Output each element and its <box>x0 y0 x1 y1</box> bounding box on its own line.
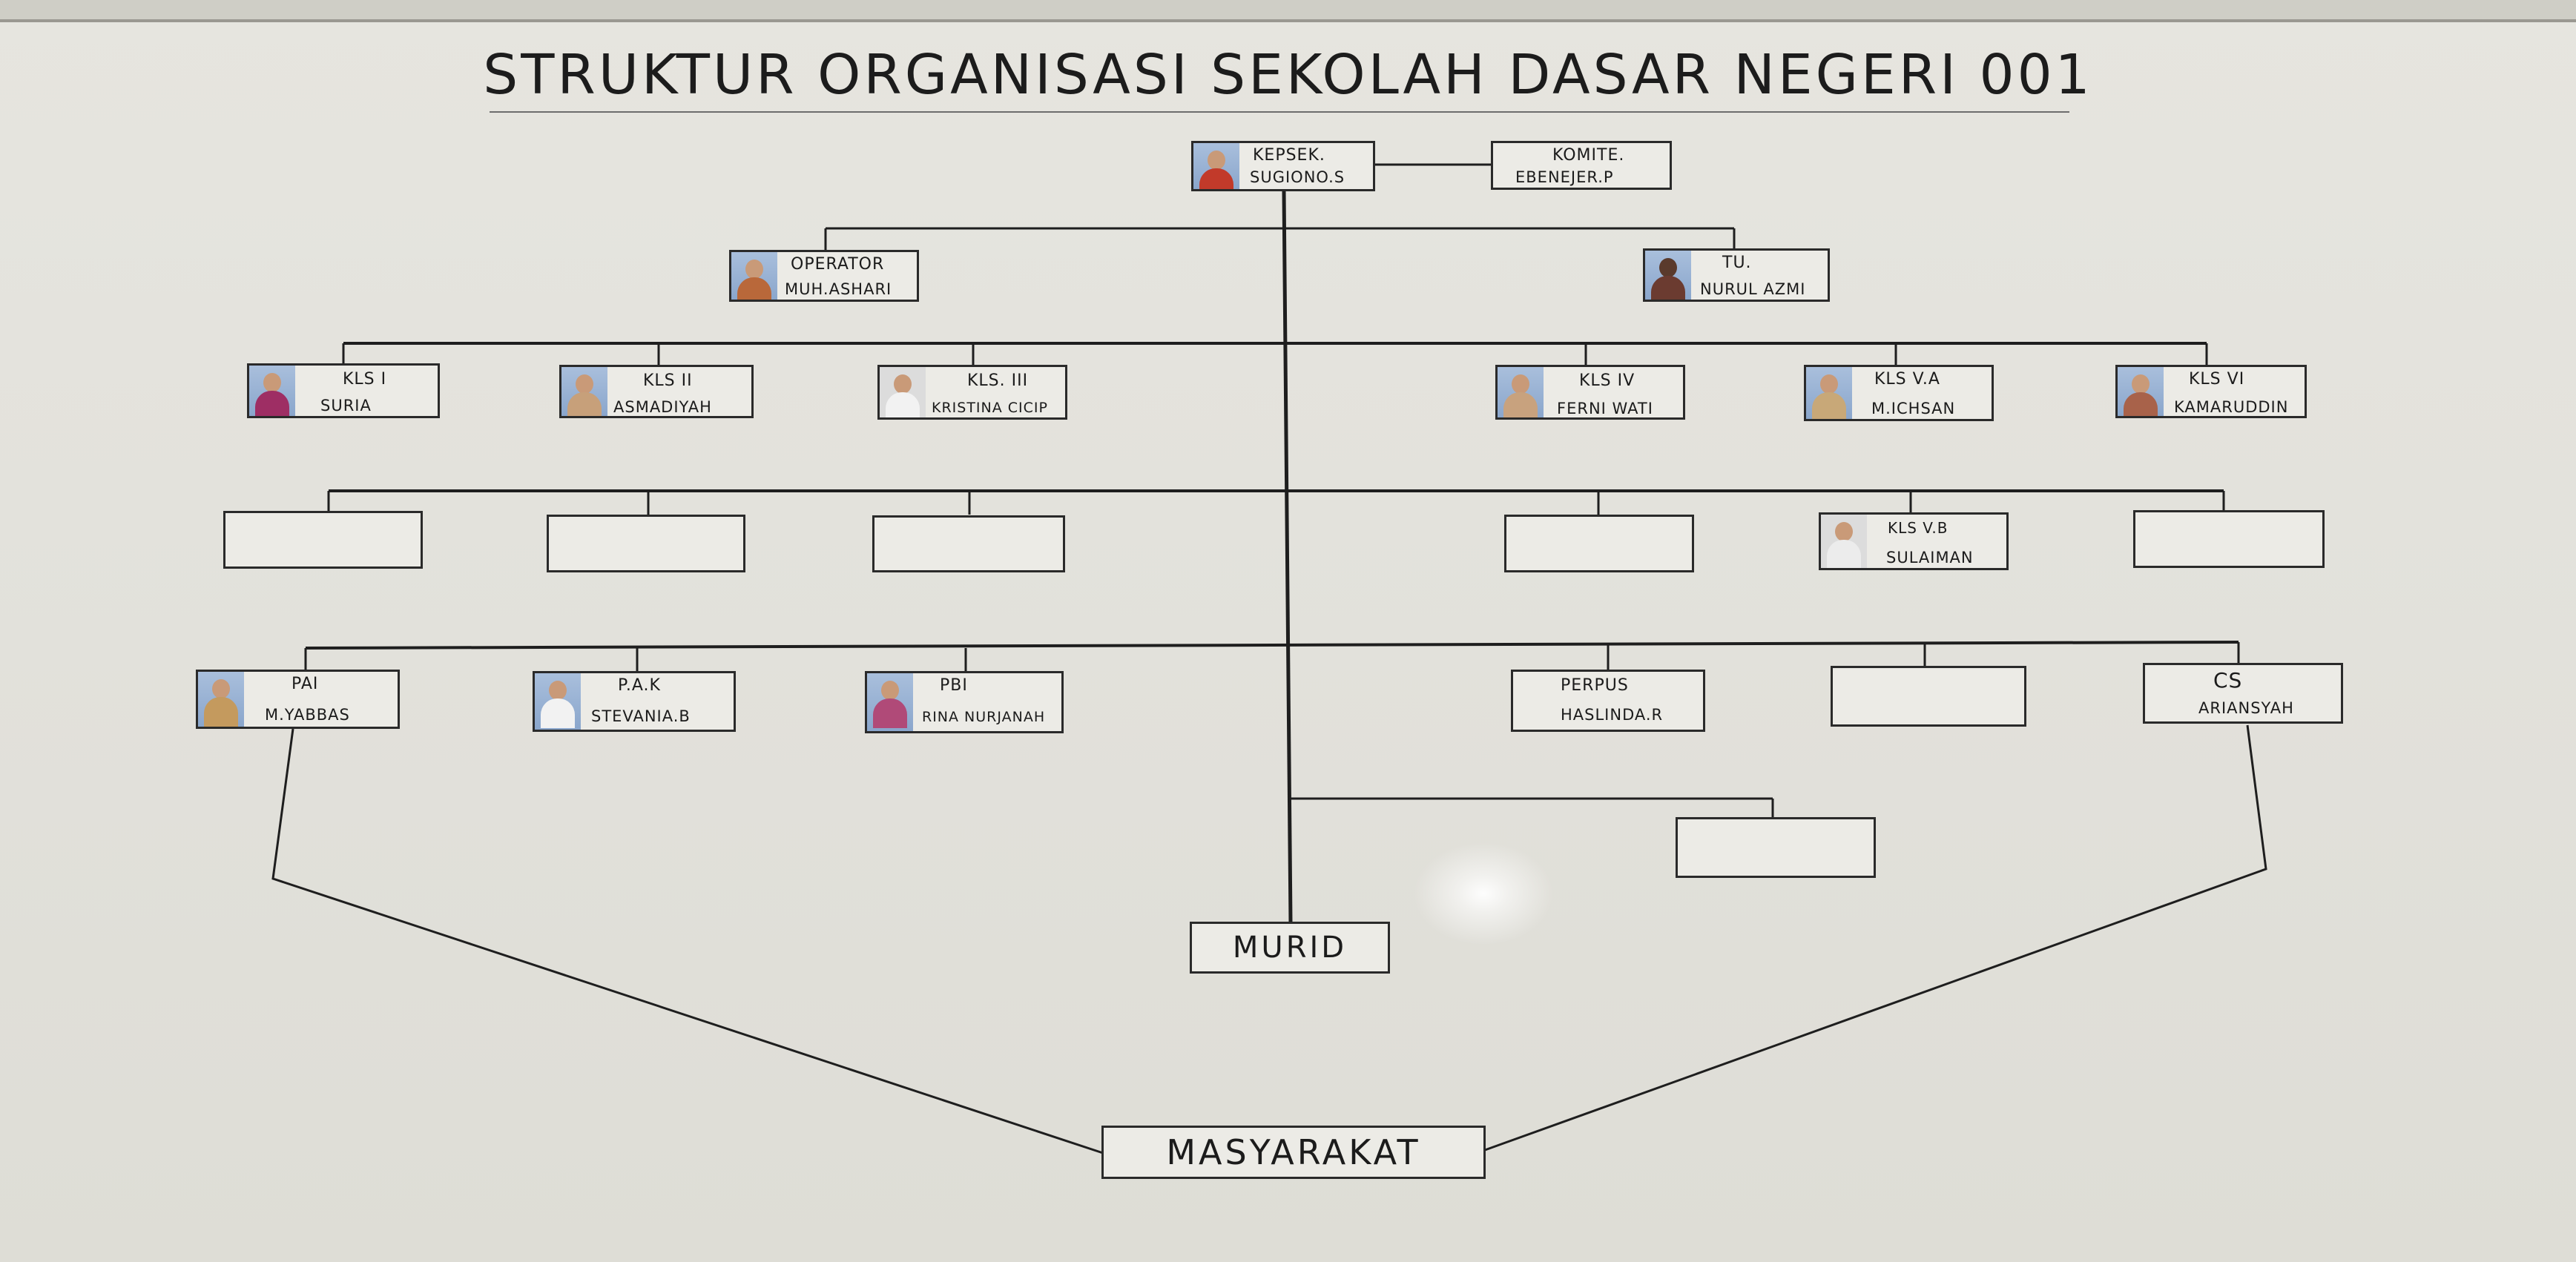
name-kls4: FERNI WATI <box>1557 400 1653 417</box>
name-komite: EBENEJER.P <box>1515 168 1614 186</box>
label-masyarakat: MASYARAKAT <box>1166 1132 1421 1172</box>
empty-box-4 <box>1504 515 1694 572</box>
photo-pbi <box>867 673 913 731</box>
node-tu: TU. NURUL AZMI <box>1643 248 1830 302</box>
role-kls4: KLS IV <box>1579 371 1635 390</box>
node-masyarakat: MASYARAKAT <box>1101 1126 1486 1179</box>
node-kls6: KLS VI KAMARUDDIN <box>2115 365 2307 418</box>
role-pak: P.A.K <box>618 676 661 695</box>
empty-box-2 <box>547 515 745 572</box>
label-murid: MURID <box>1232 931 1348 965</box>
photo-kls5b <box>1821 515 1867 568</box>
board-frame-top <box>0 0 2576 22</box>
name-pbi: RINA NURJANAH <box>922 709 1046 725</box>
node-perpus: PERPUS HASLINDA.R <box>1511 670 1705 732</box>
name-kls2: ASMADIYAH <box>613 398 712 416</box>
photo-kls4 <box>1498 367 1544 417</box>
photo-kls6 <box>2118 367 2164 416</box>
empty-box-7 <box>1676 817 1876 878</box>
role-kls5a: KLS V.A <box>1874 370 1940 389</box>
name-perpus: HASLINDA.R <box>1561 706 1664 724</box>
node-kls5a: KLS V.A M.ICHSAN <box>1804 365 1994 421</box>
photo-kls3 <box>880 367 926 417</box>
line-level-4 <box>305 641 2239 650</box>
node-kls4: KLS IV FERNI WATI <box>1495 365 1685 420</box>
photo-pai <box>198 672 244 727</box>
node-kepsek: KEPSEK. SUGIONO.S <box>1191 141 1375 191</box>
empty-box-6 <box>1831 666 2026 727</box>
empty-box-5 <box>2133 510 2325 568</box>
name-kls5a: M.ICHSAN <box>1871 400 1956 417</box>
node-kls2: KLS II ASMADIYAH <box>559 365 754 418</box>
node-kls3: KLS. III KRISTINA CICIP <box>877 365 1067 420</box>
empty-box-1 <box>223 511 423 569</box>
role-kepsek: KEPSEK. <box>1253 146 1325 165</box>
photo-operator <box>731 252 777 300</box>
photo-kls1 <box>249 366 295 416</box>
role-pai: PAI <box>291 675 319 693</box>
spine-line <box>1282 191 1293 924</box>
node-operator: OPERATOR MUH.ASHARI <box>729 250 919 302</box>
role-pbi: PBI <box>940 676 968 695</box>
photo-kepsek <box>1193 143 1239 189</box>
name-tu: NURUL AZMI <box>1700 280 1806 298</box>
name-kepsek: SUGIONO.S <box>1250 168 1345 186</box>
node-komite: KOMITE. EBENEJER.P <box>1491 141 1672 190</box>
role-kls6: KLS VI <box>2189 370 2245 389</box>
line-masyarakat-right <box>1484 724 2267 1152</box>
photo-kls5a <box>1806 367 1852 419</box>
node-murid: MURID <box>1190 922 1390 974</box>
name-kls1: SURIA <box>320 397 372 414</box>
node-cs: CS ARIANSYAH <box>2143 663 2343 724</box>
photo-pak <box>535 673 581 730</box>
role-perpus: PERPUS <box>1561 676 1629 695</box>
role-kls1: KLS I <box>343 370 387 389</box>
name-cs: ARIANSYAH <box>2198 699 2294 717</box>
node-pbi: PBI RINA NURJANAH <box>865 671 1064 733</box>
node-kls5b: KLS V.B SULAIMAN <box>1819 512 2009 570</box>
name-kls6: KAMARUDDIN <box>2174 398 2289 416</box>
role-tu: TU. <box>1722 254 1752 272</box>
page-title: STRUKTUR ORGANISASI SEKOLAH DASAR NEGERI… <box>483 43 2093 107</box>
light-glare <box>1413 842 1554 945</box>
role-operator: OPERATOR <box>791 255 885 274</box>
name-pak: STEVANIA.B <box>591 707 691 725</box>
role-cs: CS <box>2213 668 2243 693</box>
role-kls2: KLS II <box>643 371 693 390</box>
name-kls5b: SULAIMAN <box>1886 549 1974 566</box>
photo-kls2 <box>561 367 607 416</box>
name-pai: M.YABBAS <box>265 706 350 724</box>
node-kls1: KLS I SURIA <box>247 363 440 418</box>
empty-box-3 <box>872 515 1065 572</box>
role-kls3: KLS. III <box>967 371 1029 390</box>
role-komite: KOMITE. <box>1552 146 1625 165</box>
name-operator: MUH.ASHARI <box>785 280 892 298</box>
node-pak: P.A.K STEVANIA.B <box>533 671 736 732</box>
line-masyarakat-left <box>271 728 1104 1154</box>
node-pai: PAI M.YABBAS <box>196 670 400 729</box>
title-underline <box>490 111 2069 113</box>
name-kls3: KRISTINA CICIP <box>932 400 1048 416</box>
role-kls5b: KLS V.B <box>1888 519 1949 537</box>
photo-tu <box>1645 251 1691 300</box>
